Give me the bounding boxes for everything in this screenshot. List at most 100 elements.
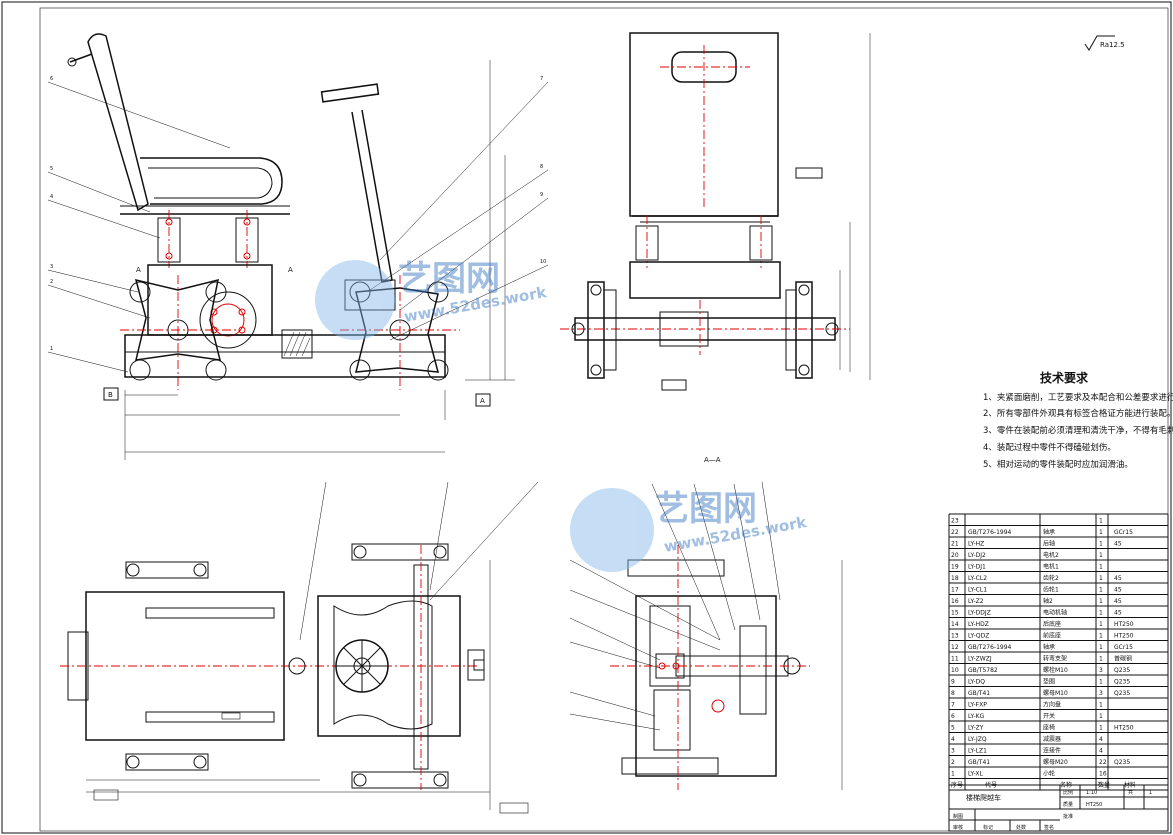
callout-8: 8: [540, 164, 543, 170]
bom-cell-no: 15: [951, 610, 959, 617]
sheet-value: 1: [1149, 790, 1152, 796]
bom-cell-code: LY-ZY: [968, 725, 984, 732]
bom-cell-code: LY-DJ1: [968, 564, 986, 571]
callout-7: 7: [540, 76, 543, 82]
bom-cell-material: Q235: [1114, 759, 1130, 766]
bom-cell-material: HT250: [1114, 725, 1134, 732]
base-plate: [124, 334, 446, 378]
bom-cell-qty: 16: [1099, 771, 1107, 778]
bom-cell-code: GB/T5782: [968, 667, 998, 674]
bom-cell-no: 19: [951, 564, 959, 571]
bom-cell-no: 20: [951, 552, 959, 559]
bom-cell-qty: 1: [1099, 529, 1103, 536]
section-a-a: A—A: [569, 456, 843, 790]
bom-cell-qty: 1: [1099, 587, 1103, 594]
bom-cell-no: 11: [951, 656, 959, 663]
bom-cell-name: 开关: [1043, 712, 1055, 720]
roughness-value: Ra12.5: [1100, 41, 1125, 49]
bom-cell-material: Q235: [1114, 690, 1130, 697]
bom-cell-no: 2: [951, 759, 955, 766]
bom-cell-code: LY-DQ: [968, 679, 985, 686]
tech-requirements: 技术要求 1、夹紧面磨削，工艺要求及本配合和公差要求进行装配。 2、所有零部件外…: [983, 370, 1173, 470]
bom-cell-qty: 1: [1099, 702, 1103, 709]
tech-req-1: 1、夹紧面磨削，工艺要求及本配合和公差要求进行装配。: [983, 392, 1173, 403]
bom-cell-no: 8: [951, 690, 955, 697]
bom-cell-no: 3: [951, 748, 955, 755]
watermark-brand-top: 艺图网: [398, 259, 500, 299]
bom-cell-no: 14: [951, 621, 959, 628]
bom-cell-qty: 1: [1099, 725, 1103, 732]
side-view: [560, 32, 871, 391]
steering-column: [351, 109, 393, 283]
bom-cell-qty: 1: [1099, 633, 1103, 640]
tb-sign: 签名: [1044, 824, 1054, 831]
sheet-label: 共: [1128, 789, 1133, 796]
bom-cell-code: GB/T41: [968, 759, 990, 766]
datum-b: B: [108, 391, 113, 399]
title-block: 楼梯爬越车 比例 1:10 共 1 质量 HT250 制图 审核 批准 标记 处…: [948, 784, 1169, 832]
watermark-brand-bottom: 艺图网: [655, 489, 757, 529]
bom-cell-material: 普碳钢: [1114, 655, 1132, 663]
bom-cell-material: 45: [1114, 598, 1122, 605]
bom-cell-material: 45: [1114, 587, 1122, 594]
bom-cell-material: 45: [1114, 541, 1122, 548]
tb-material: HT250: [1086, 802, 1102, 808]
section-mark-right: A: [288, 266, 293, 274]
callout-1: 1: [50, 346, 53, 352]
tb-mark: 标记: [983, 824, 993, 831]
role-checker: 审核: [953, 824, 963, 831]
bom-cell-no: 21: [951, 541, 959, 548]
bom-cell-name: 螺母M20: [1043, 758, 1068, 766]
bom-cell-name: 电机2: [1043, 551, 1059, 559]
bom-cell-no: 18: [951, 575, 959, 582]
bom-cell-material: 45: [1114, 610, 1122, 617]
bom-cell-name: 连接件: [1043, 747, 1061, 755]
bom-cell-material: GCr15: [1114, 644, 1133, 651]
inner-frame: [39, 7, 1169, 832]
bom-cell-name: 后底座: [1043, 620, 1061, 628]
callout-4: 4: [50, 194, 53, 200]
bom-cell-qty: 1: [1099, 621, 1103, 628]
bom-cell-qty: 1: [1099, 541, 1103, 548]
tech-req-5: 5、相对运动的零件装配时应加润滑油。: [983, 459, 1133, 470]
bom-cell-material: GCr15: [1114, 529, 1133, 536]
bom-cell-no: 23: [951, 518, 959, 525]
bom-cell-qty: 4: [1099, 736, 1103, 743]
bom-cell-qty: 1: [1099, 564, 1103, 571]
bom-cell-name: 转弯支架: [1043, 655, 1067, 663]
bom-cell-name: 小轮: [1043, 770, 1055, 778]
bom-cell-qty: 1: [1099, 713, 1103, 720]
bom-cell-material: HT250: [1114, 621, 1134, 628]
tech-req-2: 2、所有零部件外观具有标签合格证方能进行装配。: [983, 408, 1173, 419]
weight-label: 质量: [1063, 801, 1073, 808]
bom-cell-name: 方向盘: [1043, 701, 1061, 709]
bom-cell-no: 9: [951, 679, 955, 686]
bom-cell-code: LY-ZWZJ: [968, 656, 992, 663]
bom-cell-code: LY-KG: [968, 713, 985, 720]
right-star-wheel: [340, 275, 460, 390]
bom-cell-name: 齿轮1: [1043, 586, 1059, 594]
bom-cell-code: LY-Z2: [968, 598, 984, 605]
section-title: A—A: [704, 456, 721, 464]
bom-cell-code: LY-DDJZ: [968, 610, 991, 617]
callout-6: 6: [50, 76, 53, 82]
bom-cell-material: Q235: [1114, 667, 1130, 674]
bom-cell-name: 电动机轴: [1043, 609, 1067, 617]
bom-cell-code: GB/T276-1994: [968, 529, 1012, 536]
bom-cell-material: 45: [1114, 575, 1122, 582]
bom-cell-name: 座椅: [1043, 724, 1055, 732]
drawing-name: 楼梯爬越车: [966, 793, 1001, 802]
bom-cell-code: LY-HDZ: [968, 621, 989, 628]
bom-cell-no: 13: [951, 633, 959, 640]
bom-cell-name: 前底座: [1043, 632, 1061, 640]
bom-cell-code: LY-CL2: [968, 575, 987, 582]
bom-cell-name: 齿轮2: [1043, 574, 1059, 582]
bom-cell-code: LY-CL1: [968, 587, 987, 594]
tb-count: 处数: [1016, 824, 1026, 831]
callout-2: 2: [50, 279, 53, 285]
datum-a: A: [480, 397, 485, 405]
bom-cell-qty: 1: [1099, 656, 1103, 663]
bom-cell-no: 16: [951, 598, 959, 605]
bom-cell-qty: 22: [1099, 759, 1107, 766]
